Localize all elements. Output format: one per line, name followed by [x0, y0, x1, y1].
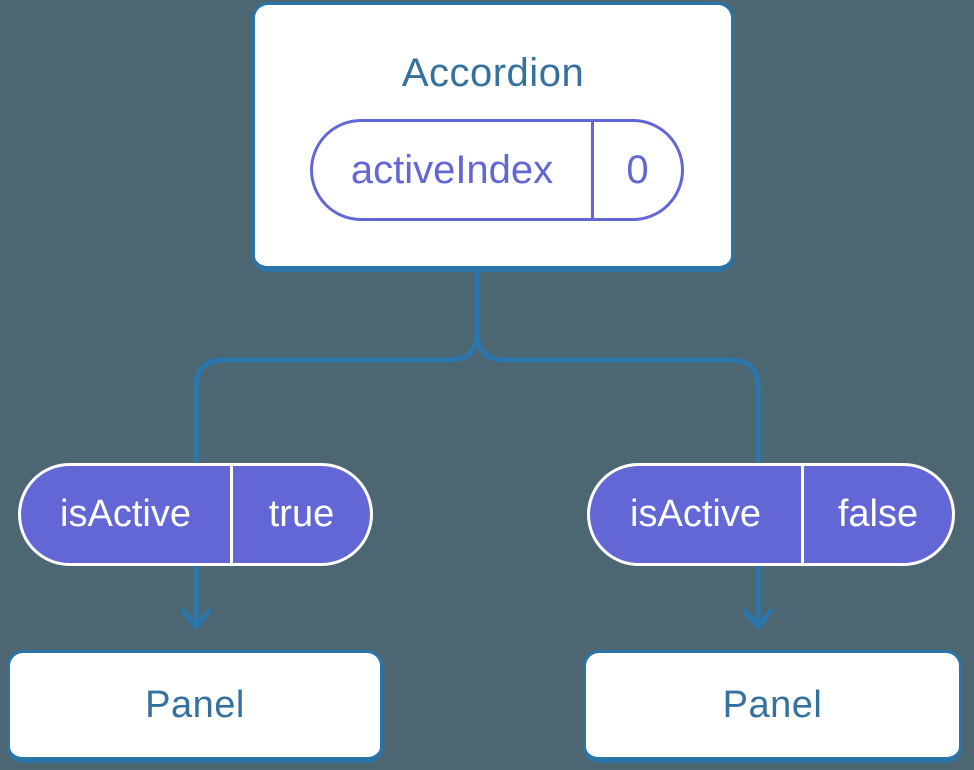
arrow-down-icon — [742, 608, 774, 630]
accordion-node-title: Accordion — [401, 51, 585, 95]
accordion-node: Accordion activeIndex 0 — [252, 2, 734, 272]
prop-value: true — [268, 493, 335, 535]
panel-node-right: Panel — [583, 650, 962, 763]
state-pill: activeIndex 0 — [310, 119, 684, 221]
connector-left-branch — [193, 269, 480, 627]
pill-divider — [230, 466, 233, 563]
pill-divider — [591, 122, 594, 218]
connector-right-branch — [474, 269, 761, 627]
panel-node-left: Panel — [7, 650, 383, 763]
prop-pill-is-active-true: isActive true — [18, 463, 373, 566]
prop-pill-is-active-false: isActive false — [587, 463, 955, 566]
state-name: activeIndex — [350, 147, 554, 192]
panel-node-title: Panel — [145, 683, 245, 726]
pill-divider — [801, 466, 804, 563]
prop-name: isActive — [630, 493, 761, 535]
prop-value: false — [837, 493, 919, 535]
panel-node-title: Panel — [722, 683, 823, 726]
arrow-down-icon — [180, 608, 212, 630]
prop-name: isActive — [60, 493, 191, 535]
state-value: 0 — [626, 147, 649, 192]
